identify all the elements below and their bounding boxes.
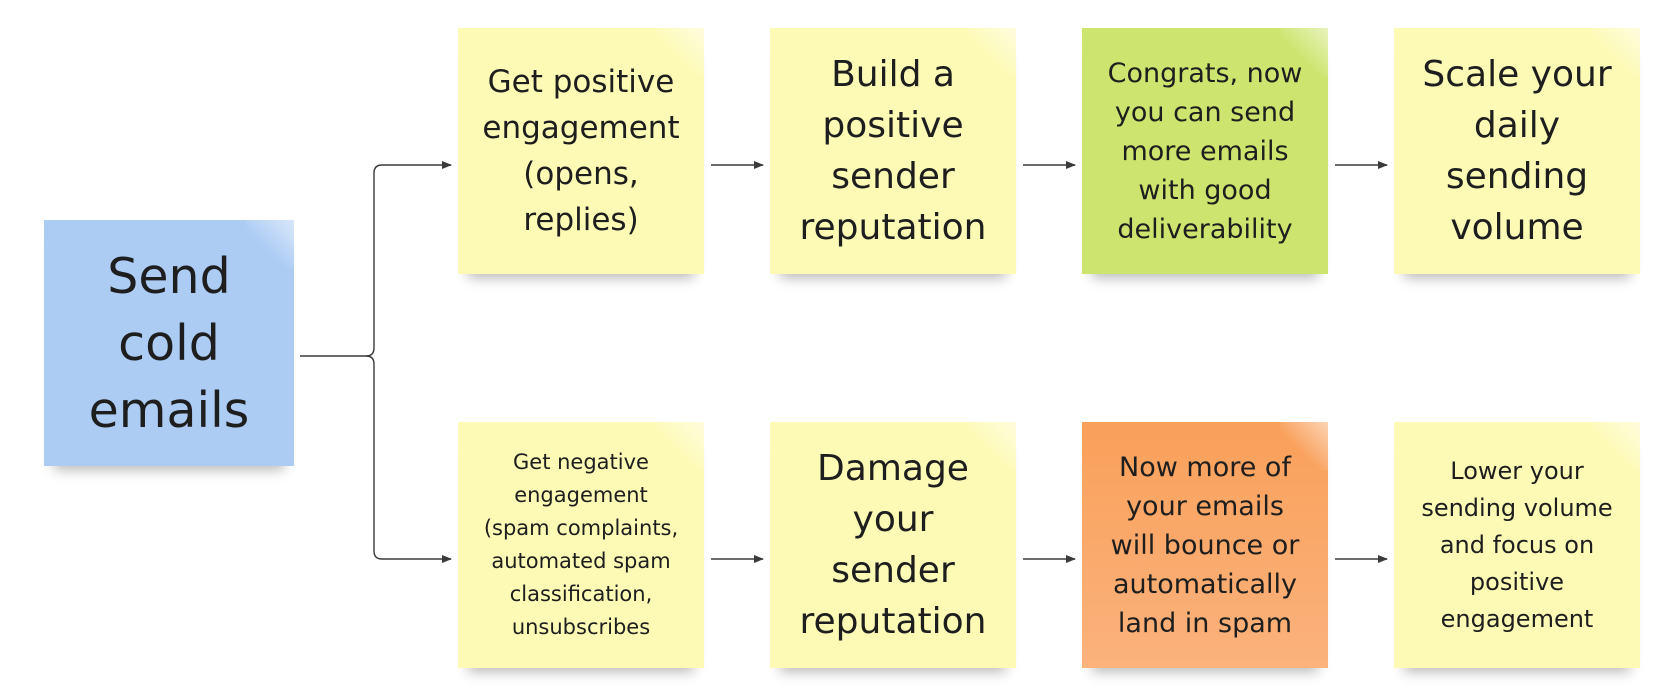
negative-step-1-text: Get negative engagement (spam complaints…: [483, 450, 679, 639]
negative-step-3-text: Now more of your emails will bounce or a…: [1110, 451, 1300, 639]
branch-connector: [365, 355, 452, 563]
negative-step-4-note[interactable]: Lower your sending volume and focus on p…: [1394, 422, 1640, 668]
positive-step-3-note[interactable]: Congrats, now you can send more emails w…: [1082, 28, 1328, 274]
branch-connector: [300, 161, 452, 357]
positive-step-2-note[interactable]: Build a positive sender reputation: [770, 28, 1016, 274]
negative-step-2-note[interactable]: Damage your sender reputation: [770, 422, 1016, 668]
negative-step-1-note[interactable]: Get negative engagement (spam complaints…: [458, 422, 704, 668]
root-note-text: Send cold emails: [88, 247, 250, 439]
positive-step-2-text: Build a positive sender reputation: [799, 54, 987, 248]
positive-step-3-text: Congrats, now you can send more emails w…: [1107, 57, 1303, 245]
positive-step-1-text: Get positive engagement (opens, replies): [482, 64, 680, 238]
negative-step-2-text: Damage your sender reputation: [799, 448, 987, 642]
negative-step-4-text: Lower your sending volume and focus on p…: [1421, 456, 1613, 633]
root-sticky-note[interactable]: Send cold emails: [44, 220, 294, 466]
negative-step-3-note[interactable]: Now more of your emails will bounce or a…: [1082, 422, 1328, 668]
positive-step-1-note[interactable]: Get positive engagement (opens, replies): [458, 28, 704, 274]
positive-step-4-note[interactable]: Scale your daily sending volume: [1394, 28, 1640, 274]
positive-step-4-text: Scale your daily sending volume: [1422, 54, 1612, 248]
